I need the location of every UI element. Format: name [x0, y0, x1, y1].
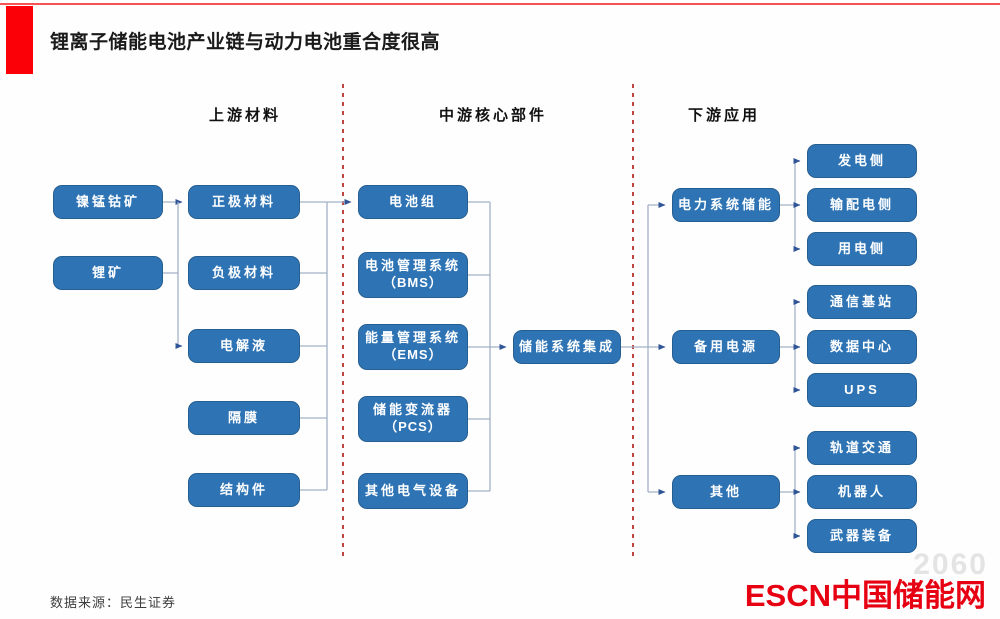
node-label: 机器人 [837, 483, 886, 499]
node-cathode-material: 正极材料 [188, 185, 300, 219]
node-label: 通信基站 [829, 293, 894, 309]
node-lithium-ore: 锂矿 [53, 256, 163, 290]
node-structural-parts: 结构件 [188, 473, 300, 507]
column-header-downstream: 下游应用 [687, 107, 760, 124]
node-label: 其他 [709, 483, 742, 499]
data-source-note: 数据来源：民生证券 [50, 595, 177, 610]
node-label: 备用电源 [693, 338, 758, 354]
node-label-line1: 能量管理系统 [364, 330, 461, 346]
node-label: 发电侧 [837, 152, 886, 168]
page-title: 锂离子储能电池产业链与动力电池重合度很高 [50, 32, 441, 53]
node-label: 数据中心 [829, 338, 894, 354]
node-label: 电池组 [388, 193, 437, 209]
node-label-line1: 储能变流器 [372, 402, 453, 418]
node-ems: 能量管理系统（EMS） [358, 324, 468, 370]
node-label-line1: 电池管理系统 [364, 258, 461, 274]
node-battery-pack: 电池组 [358, 185, 468, 219]
node-others: 其他 [672, 475, 780, 509]
node-bms: 电池管理系统（BMS） [358, 252, 468, 298]
node-label: 隔膜 [227, 409, 260, 425]
node-label-line2: （BMS） [383, 275, 443, 290]
node-separator: 隔膜 [188, 401, 300, 435]
node-electrolyte: 电解液 [188, 329, 300, 363]
node-anode-material: 负极材料 [188, 256, 300, 290]
node-other-electrical-equipment: 其他电气设备 [358, 473, 468, 509]
node-transmission-distribution-side: 输配电侧 [807, 188, 917, 222]
escn-logo: ESCN中国储能网 [744, 578, 986, 613]
node-consumption-side: 用电侧 [807, 232, 917, 266]
node-label: 用电侧 [837, 240, 886, 256]
top-rule [0, 3, 1000, 5]
node-power-system-storage: 电力系统储能 [672, 188, 780, 222]
node-label: 轨道交通 [829, 439, 894, 455]
node-telecom-base-station: 通信基站 [807, 285, 917, 319]
node-label: UPS [844, 381, 880, 397]
node-storage-system-integration: 储能系统集成 [513, 330, 621, 364]
node-data-center: 数据中心 [807, 330, 917, 364]
node-label: 镍锰钴矿 [75, 193, 140, 209]
divider-upstream-midstream [342, 84, 344, 558]
node-rail-transit: 轨道交通 [807, 431, 917, 465]
node-label-line2: （EMS） [383, 347, 443, 362]
node-label: 负极材料 [211, 264, 276, 280]
divider-midstream-downstream [632, 84, 634, 558]
column-header-upstream: 上游材料 [208, 107, 281, 124]
node-label: 电解液 [219, 337, 268, 353]
node-label: 结构件 [219, 481, 268, 497]
node-label: 其他电气设备 [364, 482, 461, 498]
node-label: 武器装备 [829, 527, 894, 543]
title-accent-block [6, 6, 33, 74]
node-label: 锂矿 [91, 264, 124, 280]
node-pcs: 储能变流器（PCS） [358, 396, 468, 442]
node-weapons-equipment: 武器装备 [807, 519, 917, 553]
node-label-line2: （PCS） [384, 419, 442, 434]
node-label: 电力系统储能 [677, 196, 774, 212]
node-label: 正极材料 [211, 193, 276, 209]
node-generation-side: 发电侧 [807, 144, 917, 178]
node-ups: UPS [807, 373, 917, 407]
watermark-2060: 2060 [913, 548, 988, 581]
node-label: 输配电侧 [829, 196, 894, 212]
node-backup-power: 备用电源 [672, 330, 780, 364]
column-header-midstream: 中游核心部件 [438, 107, 547, 124]
node-label: 储能系统集成 [518, 338, 615, 354]
node-nickel-manganese-cobalt-ore: 镍锰钴矿 [53, 185, 163, 219]
node-robots: 机器人 [807, 475, 917, 509]
